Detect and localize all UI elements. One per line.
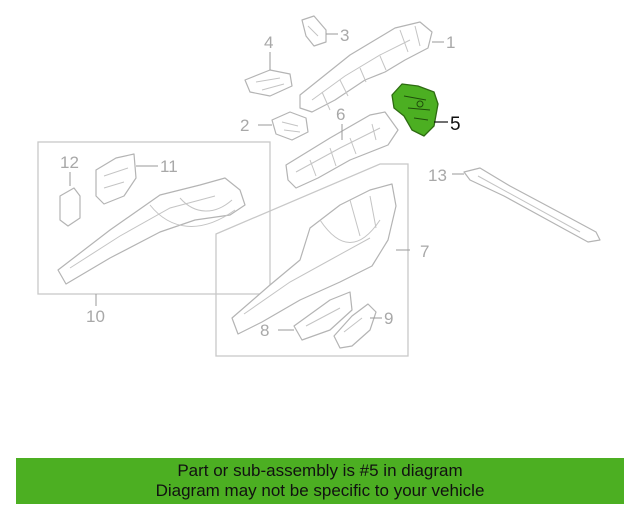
- callout-11: 11: [160, 157, 178, 176]
- callout-5: 5: [450, 114, 461, 135]
- callout-6: 6: [336, 105, 345, 124]
- part-9-bracket[interactable]: [333, 303, 377, 349]
- part-11-bracket[interactable]: [95, 153, 137, 205]
- parts-diagram: 1 3 4 5 2 6 10: [37, 15, 601, 357]
- part-2-bracket[interactable]: [271, 111, 309, 141]
- group-box-7: [215, 163, 409, 357]
- callout-4: 4: [264, 33, 273, 52]
- callout-1: 1: [446, 33, 455, 52]
- callout-3: 3: [340, 26, 349, 45]
- part-3-bracket[interactable]: [301, 15, 327, 47]
- callout-12: 12: [60, 153, 79, 172]
- banner-line-1: Part or sub-assembly is #5 in diagram: [177, 461, 463, 480]
- info-banner: Part or sub-assembly is #5 in diagram Di…: [16, 458, 624, 504]
- part-6-apron-reinforcement[interactable]: [285, 111, 399, 189]
- callout-8: 8: [260, 321, 269, 340]
- banner-line-2: Diagram may not be specific to your vehi…: [155, 481, 485, 500]
- callout-10: 10: [86, 307, 105, 326]
- part-5-highlighted-bracket[interactable]: [391, 83, 439, 137]
- callout-2: 2: [240, 116, 249, 135]
- part-1-upper-rail[interactable]: [299, 21, 433, 113]
- callout-13: 13: [428, 166, 447, 185]
- callout-7: 7: [420, 242, 429, 261]
- part-8-bracket[interactable]: [293, 291, 353, 341]
- callout-9: 9: [384, 309, 393, 328]
- group-box-10: [37, 141, 271, 295]
- part-10-side-member[interactable]: [57, 177, 246, 285]
- part-7-inner-fender[interactable]: [231, 183, 397, 335]
- part-12-plate[interactable]: [59, 187, 81, 227]
- part-4-bracket[interactable]: [244, 69, 293, 97]
- part-13-brace[interactable]: [463, 167, 601, 243]
